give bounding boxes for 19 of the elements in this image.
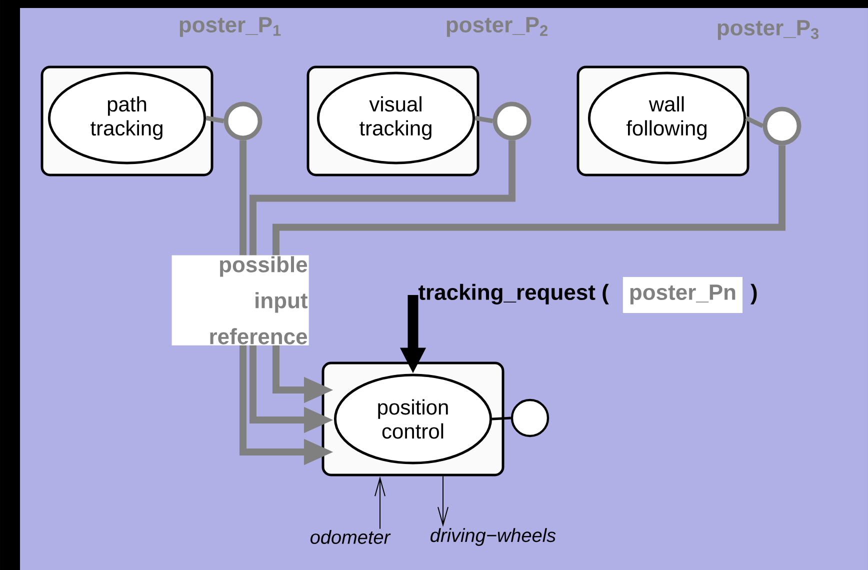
connector	[745, 116, 764, 128]
request-text: )	[750, 284, 757, 304]
port-label: poster_P$_{2}$	[446, 17, 548, 37]
parameter-box: poster_Pn	[622, 277, 742, 313]
signal-label: driving−wheels	[430, 528, 556, 546]
request-text: tracking_request (	[418, 284, 609, 304]
connector	[438, 476, 448, 527]
connector	[206, 116, 224, 124]
port-label: poster_P$_{1}$	[180, 17, 281, 37]
annotation-text: possible input reference	[172, 255, 309, 346]
signal-label: odometer	[310, 530, 391, 544]
port-circle	[492, 102, 532, 140]
port-circle	[224, 102, 262, 140]
port-circle	[762, 106, 802, 146]
port-label: poster_P$_{3}$	[718, 20, 819, 40]
connector	[492, 416, 511, 420]
port-circle	[510, 398, 550, 438]
connector	[374, 476, 386, 530]
connector	[474, 116, 494, 124]
